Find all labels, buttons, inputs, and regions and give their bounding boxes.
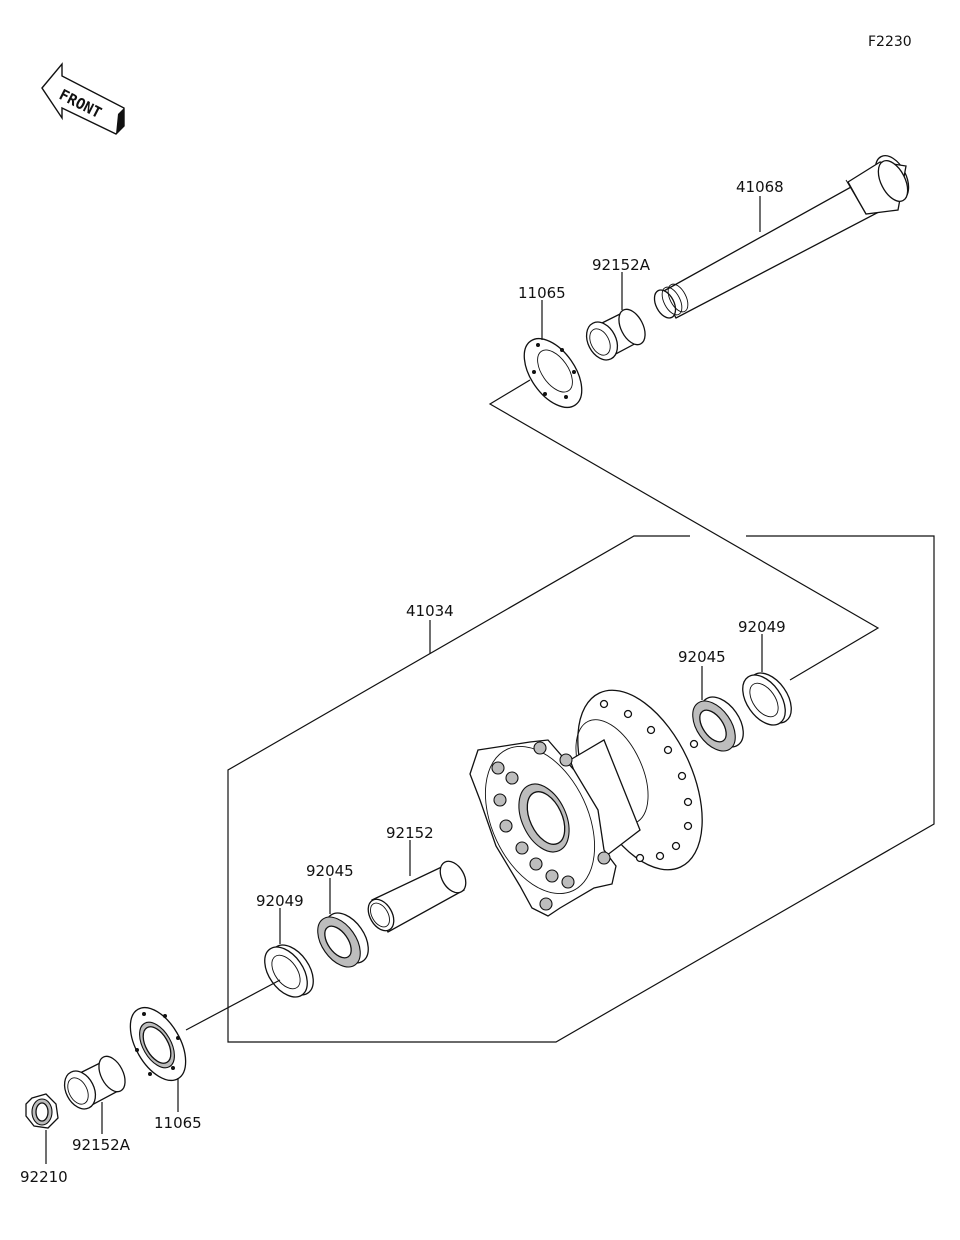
callout-92152a-bottom: 92152A [72,1136,131,1154]
callout-92049-left: 92049 [256,892,304,910]
callout-92045-left: 92045 [306,862,354,880]
axle-41068 [653,155,910,319]
collar-92152a-top [585,308,646,361]
callout-92049-right: 92049 [738,618,786,636]
nut-92210 [25,1093,59,1129]
bearing-92045-left [317,912,369,968]
bearing-92045-right [692,696,744,752]
assembly-lines [45,196,935,1164]
collar-92152 [367,860,467,933]
collar-92152a-bottom [63,1055,126,1110]
seal-92049-right [742,672,792,726]
callout-92210: 92210 [20,1168,68,1186]
seal-92049-left [264,944,314,998]
callout-labels: 41068 92152A 11065 41034 92049 92045 921… [20,178,786,1186]
wheel-hub-41034 [469,689,703,917]
disc-hub-11065-bottom [129,1007,187,1081]
figure-code: F2230 [868,34,912,50]
callout-41068: 41068 [736,178,784,196]
callout-92152a-top: 92152A [592,256,651,274]
callout-92045-right: 92045 [678,648,726,666]
callout-41034: 41034 [406,602,454,620]
disc-hub-11065-top [523,338,583,408]
front-arrow-icon: FRONT [41,62,125,135]
callout-92152: 92152 [386,824,434,842]
callout-11065-bottom: 11065 [154,1114,202,1132]
callout-11065-top: 11065 [518,284,566,302]
